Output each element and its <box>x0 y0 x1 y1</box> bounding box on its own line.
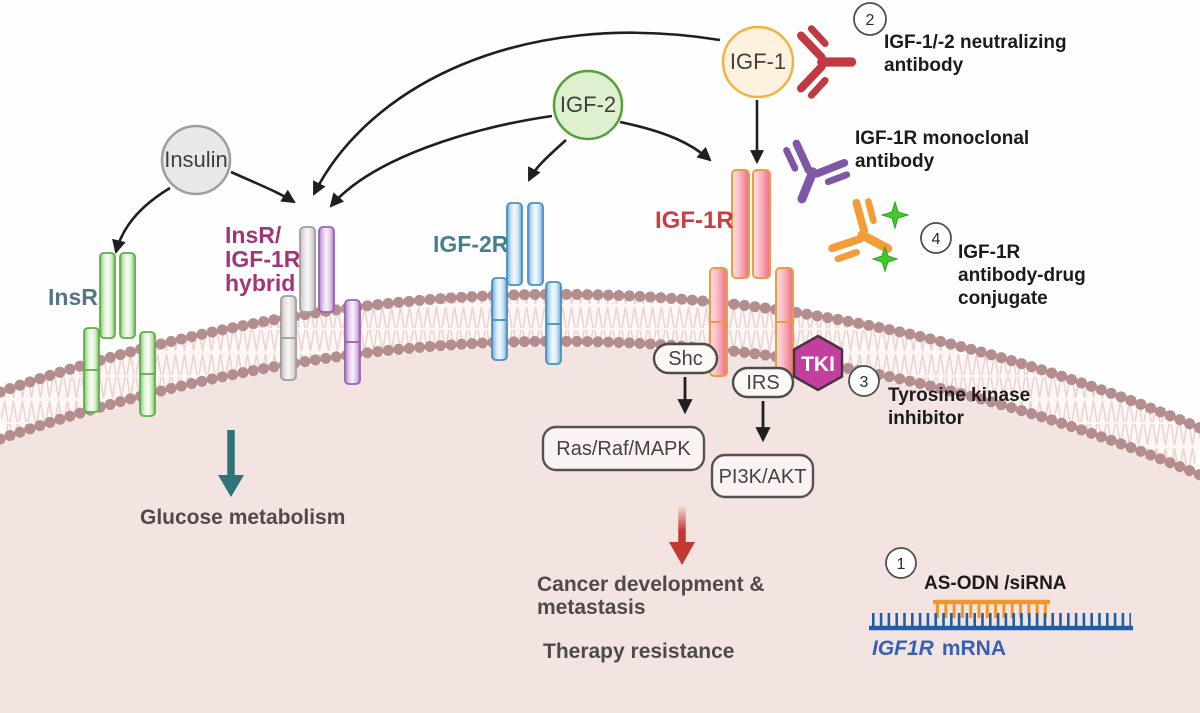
svg-text:1: 1 <box>897 556 906 573</box>
signaling-arrows <box>677 377 771 443</box>
cancer-development-label: Cancer development & metastasis <box>537 573 765 619</box>
mrna-strand <box>869 613 1133 631</box>
svg-text:AS-ODN /siRNA: AS-ODN /siRNA <box>924 573 1067 594</box>
svg-text:TKI: TKI <box>801 353 835 376</box>
igf1-ligand: IGF-1 <box>721 25 795 99</box>
cell <box>0 288 1200 713</box>
pi3k-akt-node: PI3K/AKT <box>710 453 815 499</box>
ligand-arrows <box>112 31 765 255</box>
number-4-badge <box>920 222 952 254</box>
svg-text:antibody-drug: antibody-drug <box>958 265 1086 286</box>
glucose-arrow <box>218 430 244 497</box>
igf2r-label: IGF-2R <box>433 231 509 257</box>
monoclonal-annotation: IGF-1R monoclonal antibody <box>855 128 1029 172</box>
svg-text:Cancer development &: Cancer development & <box>537 573 765 596</box>
membrane-tail-hatch <box>0 297 1200 470</box>
svg-text:IGF-1R: IGF-1R <box>225 246 301 272</box>
svg-text:IGF-1: IGF-1 <box>730 49 786 74</box>
svg-text:hybrid: hybrid <box>225 270 295 296</box>
svg-text:IRS: IRS <box>746 372 779 394</box>
svg-text:3: 3 <box>860 374 869 391</box>
insr-receptor <box>83 252 156 417</box>
therapy-resistance-label: Therapy resistance <box>543 640 734 663</box>
svg-text:Insulin: Insulin <box>164 147 228 172</box>
number-3-badge <box>848 365 880 397</box>
arrow-insulin-to-hybrid <box>230 170 296 204</box>
neutralizing-antibody-icon <box>796 25 857 99</box>
arrow-insulin-to-insr <box>112 186 171 255</box>
ras-raf-mapk-node: Ras/Raf/MAPK <box>541 425 706 472</box>
arrow-igf1-to-hybrid <box>312 31 721 196</box>
svg-text:InsR/: InsR/ <box>225 222 282 248</box>
membrane-heads-inner <box>0 335 1200 481</box>
number-2-badge <box>853 2 887 36</box>
igf1r-receptor <box>709 169 794 377</box>
svg-text:Ras/Raf/MAPK: Ras/Raf/MAPK <box>556 438 691 460</box>
svg-text:IGF-1R monoclonal: IGF-1R monoclonal <box>855 128 1029 149</box>
shc-node: Shc <box>652 342 719 375</box>
svg-text:inhibitor: inhibitor <box>888 408 965 429</box>
insulin-ligand: Insulin <box>160 124 232 196</box>
adc-antibody-icon <box>828 198 893 263</box>
cancer-arrow <box>669 506 695 565</box>
svg-text:IGF-2: IGF-2 <box>560 92 616 117</box>
igf2r-receptor <box>491 202 562 365</box>
drug-star-icon <box>880 200 910 230</box>
hybrid-label: InsR/ IGF-1R hybrid <box>225 222 301 296</box>
svg-text:Tyrosine kinase: Tyrosine kinase <box>888 385 1030 406</box>
therapy-2-annotation: 2 IGF-1/-2 neutralizing antibody <box>853 2 1067 76</box>
svg-text:IGF-1R: IGF-1R <box>958 242 1021 263</box>
drug-star-icon <box>871 245 899 273</box>
therapy-4-annotation: 4 IGF-1R antibody-drug conjugate <box>920 222 1086 309</box>
svg-text:2: 2 <box>866 12 875 29</box>
membrane-heads-outer <box>0 288 1200 434</box>
tki-badge: TKI <box>792 334 844 392</box>
svg-text:antibody: antibody <box>855 151 935 172</box>
hybrid-receptor <box>280 226 361 385</box>
svg-text:IGF-1/-2 neutralizing: IGF-1/-2 neutralizing <box>884 32 1067 53</box>
arrow-igf2-to-igf2r <box>527 139 567 182</box>
monoclonal-antibody-icon <box>783 139 851 204</box>
svg-text:Shc: Shc <box>668 348 702 370</box>
igf1r-label: IGF-1R <box>655 207 734 234</box>
svg-text:conjugate: conjugate <box>958 288 1048 309</box>
irs-node: IRS <box>731 366 795 399</box>
glucose-metabolism-label: Glucose metabolism <box>140 506 345 529</box>
igf2-ligand: IGF-2 <box>552 69 624 141</box>
number-1-badge <box>885 547 917 579</box>
svg-text:PI3K/AKT: PI3K/AKT <box>719 466 807 488</box>
svg-text:metastasis: metastasis <box>537 596 646 619</box>
drug-star-icons <box>871 200 910 273</box>
svg-text:antibody: antibody <box>884 55 964 76</box>
insr-label: InsR <box>48 284 98 310</box>
svg-text:4: 4 <box>932 231 941 248</box>
arrow-igf2-to-hybrid <box>329 114 553 208</box>
arrow-igf2-to-igf1r <box>619 120 712 162</box>
therapy-3-annotation: 3 Tyrosine kinase inhibitor <box>848 365 1030 429</box>
as-odn-strand <box>933 599 1050 618</box>
cell-interior <box>0 346 1200 713</box>
